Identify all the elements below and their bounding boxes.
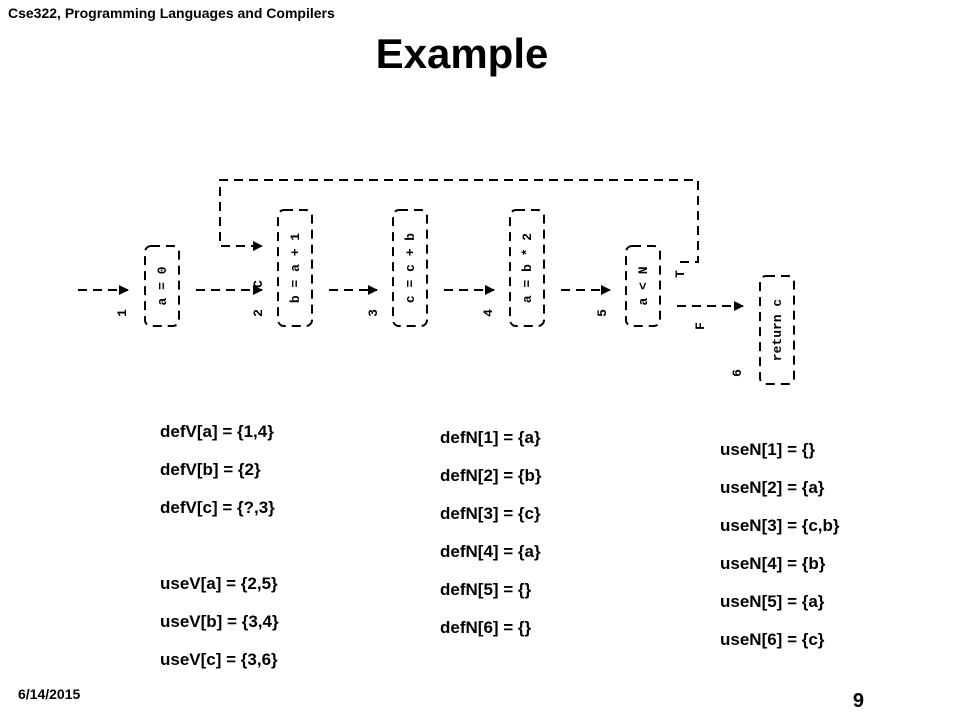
defn-3: defN[3] = {c} [440, 504, 541, 523]
node-6-number: 6 [730, 369, 745, 377]
node-5-code: a < N [636, 266, 651, 305]
node-1-number: 1 [115, 309, 130, 317]
node-4-number: 4 [481, 309, 496, 317]
usen-4: useN[4] = {b} [720, 554, 826, 573]
footer-date: 6/14/2015 [18, 686, 81, 702]
node-box-1 [144, 245, 180, 327]
slide-title: Example [375, 30, 549, 77]
usev-b: useV[b] = {3,4} [160, 612, 279, 631]
defn-2: defN[2] = {b} [440, 466, 542, 485]
node-box-4 [509, 209, 545, 327]
node-box-5 [625, 245, 661, 327]
node-2-number: 2 [251, 309, 266, 317]
usen-5: useN[5] = {a} [720, 592, 825, 611]
defn-5: defN[5] = {} [440, 580, 532, 599]
defn-4: defN[4] = {a} [440, 542, 541, 561]
usev-c: useV[c] = {3,6} [160, 650, 278, 669]
page-number: 9 [852, 690, 864, 712]
node-1-code: a = 0 [155, 266, 170, 305]
node-box-2 [277, 209, 313, 327]
node-box-6 [759, 275, 795, 385]
node-5-number: 5 [595, 309, 610, 317]
node-box-3 [392, 209, 428, 327]
branch-false-label: F [693, 322, 708, 330]
usen-2: useN[2] = {a} [720, 478, 825, 497]
defn-6: defN[6] = {} [440, 618, 532, 637]
usen-3: useN[3] = {c,b} [720, 516, 840, 535]
defv-b: defV[b] = {2} [160, 460, 261, 479]
node-3-code: c = c + b [403, 233, 418, 303]
node-4-code: a = b * 2 [520, 233, 535, 303]
edge-loop-back [219, 179, 699, 263]
node-2-code: b = a + 1 [288, 233, 303, 303]
usev-a: useV[a] = {2,5} [160, 574, 278, 593]
usen-6: useN[6] = {c} [720, 630, 825, 649]
defn-1: defN[1] = {a} [440, 428, 541, 447]
node-6-code: return c [770, 299, 785, 362]
node-3-number: 3 [366, 309, 381, 317]
slide-header: Cse322, Programming Languages and Compil… [8, 5, 335, 21]
defv-a: defV[a] = {1,4} [160, 422, 274, 441]
branch-true-label: T [673, 270, 688, 278]
usen-1: useN[1] = {} [720, 440, 815, 459]
flow-diagram: a = 0 1 b = a + 1 2 c = c + b 3 a = b * 2 4 a < … [78, 179, 795, 385]
defv-c: defV[c] = {?,3} [160, 498, 275, 517]
node-2-annotation: C [251, 280, 266, 288]
